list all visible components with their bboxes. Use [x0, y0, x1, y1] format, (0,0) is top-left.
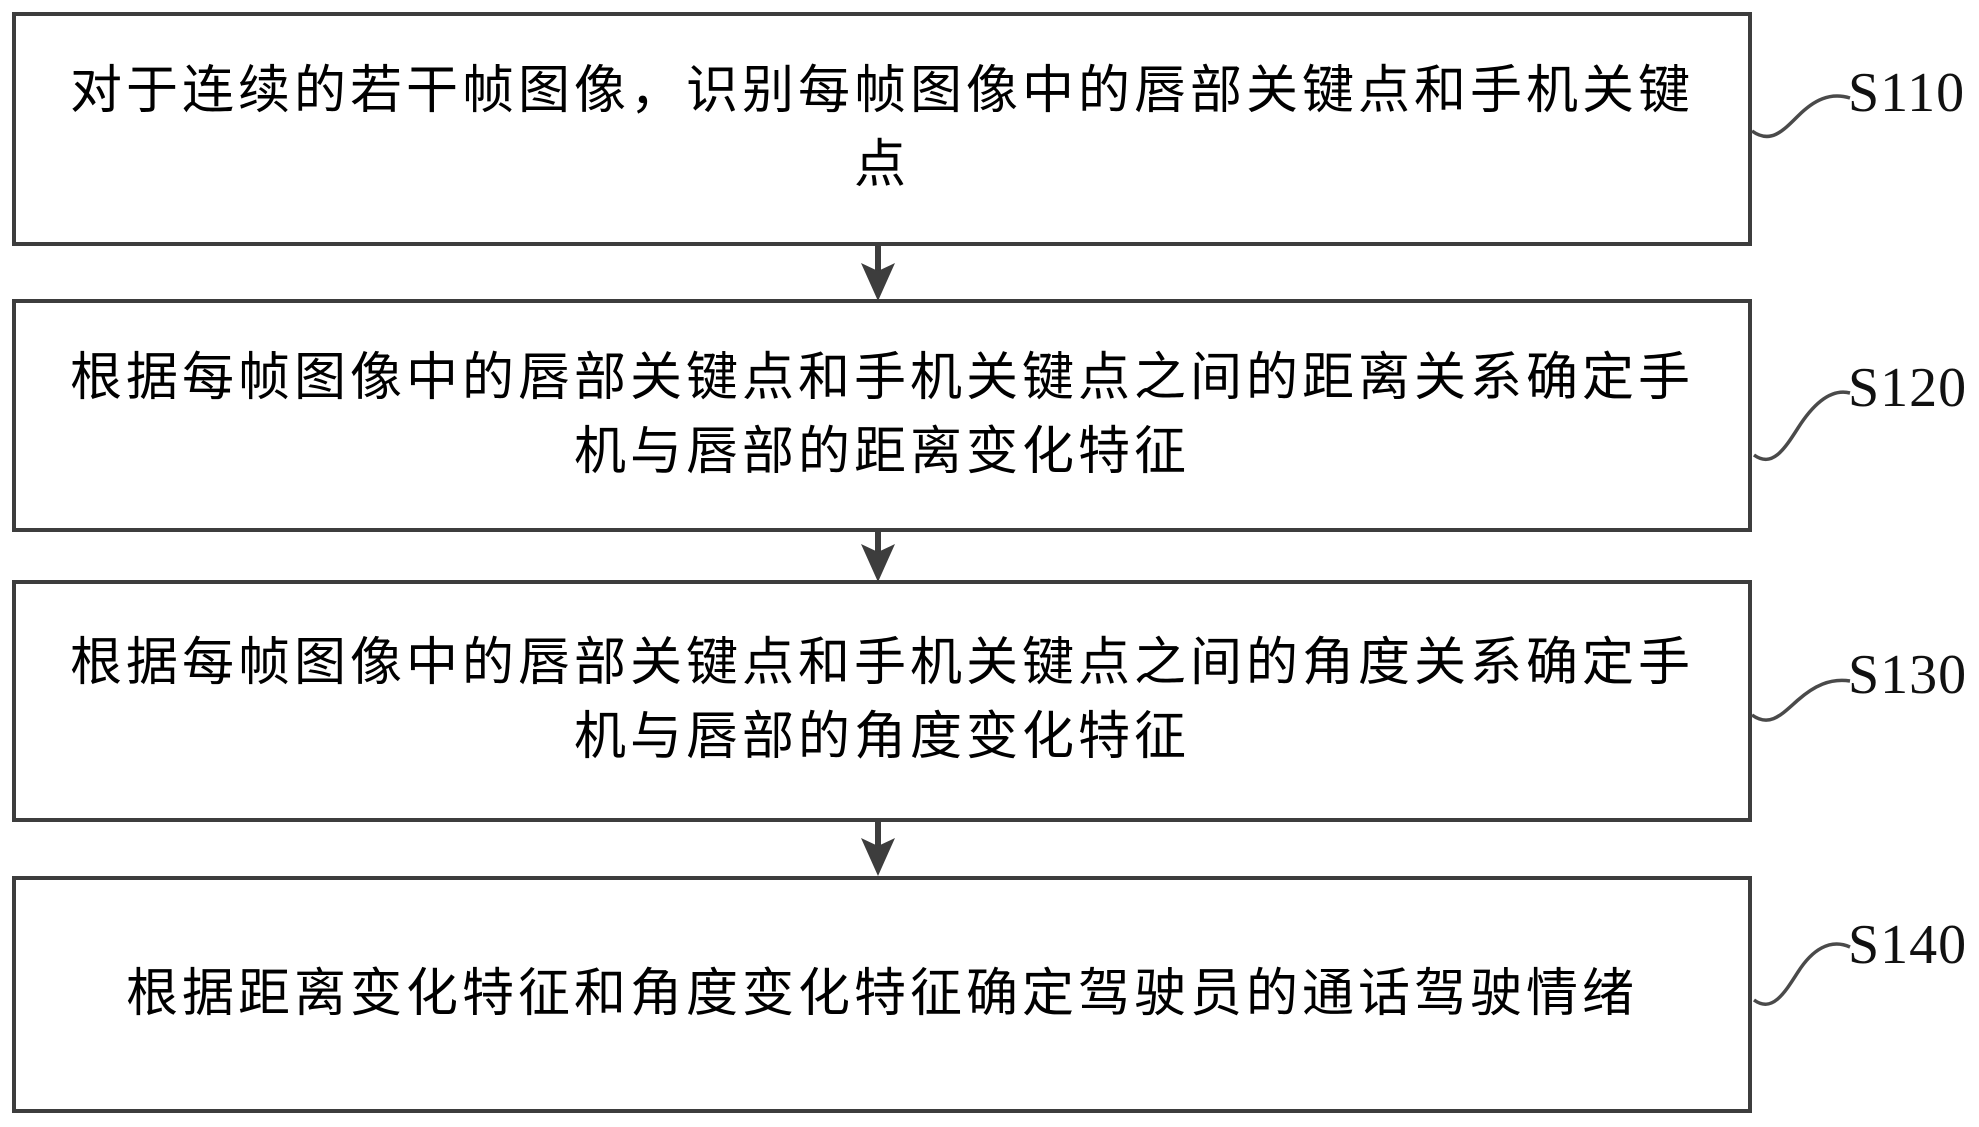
flow-step-text-s110: 对于连续的若干帧图像，识别每帧图像中的唇部关键点和手机关键点: [69, 63, 1694, 194]
flow-step-box-s110: 对于连续的若干帧图像，识别每帧图像中的唇部关键点和手机关键点: [12, 12, 1752, 246]
flow-step-box-s130: 根据每帧图像中的唇部关键点和手机关键点之间的角度关系确定手机与唇部的角度变化特征: [12, 580, 1752, 822]
connector-squiggle-s140-icon: [1752, 942, 1851, 1006]
step-label-s140: S140: [1848, 914, 1968, 976]
down-arrow-3-icon: [861, 822, 895, 876]
connector-squiggle-s110-icon: [1750, 94, 1851, 139]
flow-step-box-s140: 根据距离变化特征和角度变化特征确定驾驶员的通话驾驶情绪: [12, 876, 1752, 1113]
flow-step-text-s120: 根据每帧图像中的唇部关键点和手机关键点之间的距离关系确定手机与唇部的距离变化特征: [69, 349, 1694, 481]
step-label-s120: S120: [1848, 357, 1968, 419]
flow-step-text-s130: 根据每帧图像中的唇部关键点和手机关键点之间的角度关系确定手机与唇部的角度变化特征: [69, 635, 1694, 766]
down-arrow-1-icon: [861, 246, 895, 301]
down-arrow-2-icon: [861, 532, 895, 582]
flow-step-box-s120: 根据每帧图像中的唇部关键点和手机关键点之间的距离关系确定手机与唇部的距离变化特征: [12, 299, 1752, 532]
step-label-s130: S130: [1848, 644, 1968, 706]
step-label-s110: S110: [1848, 62, 1966, 124]
flow-step-text-s140: 根据距离变化特征和角度变化特征确定驾驶员的通话驾驶情绪: [125, 965, 1638, 1023]
connector-squiggle-s130-icon: [1750, 678, 1851, 722]
connector-squiggle-s120-icon: [1752, 390, 1851, 462]
